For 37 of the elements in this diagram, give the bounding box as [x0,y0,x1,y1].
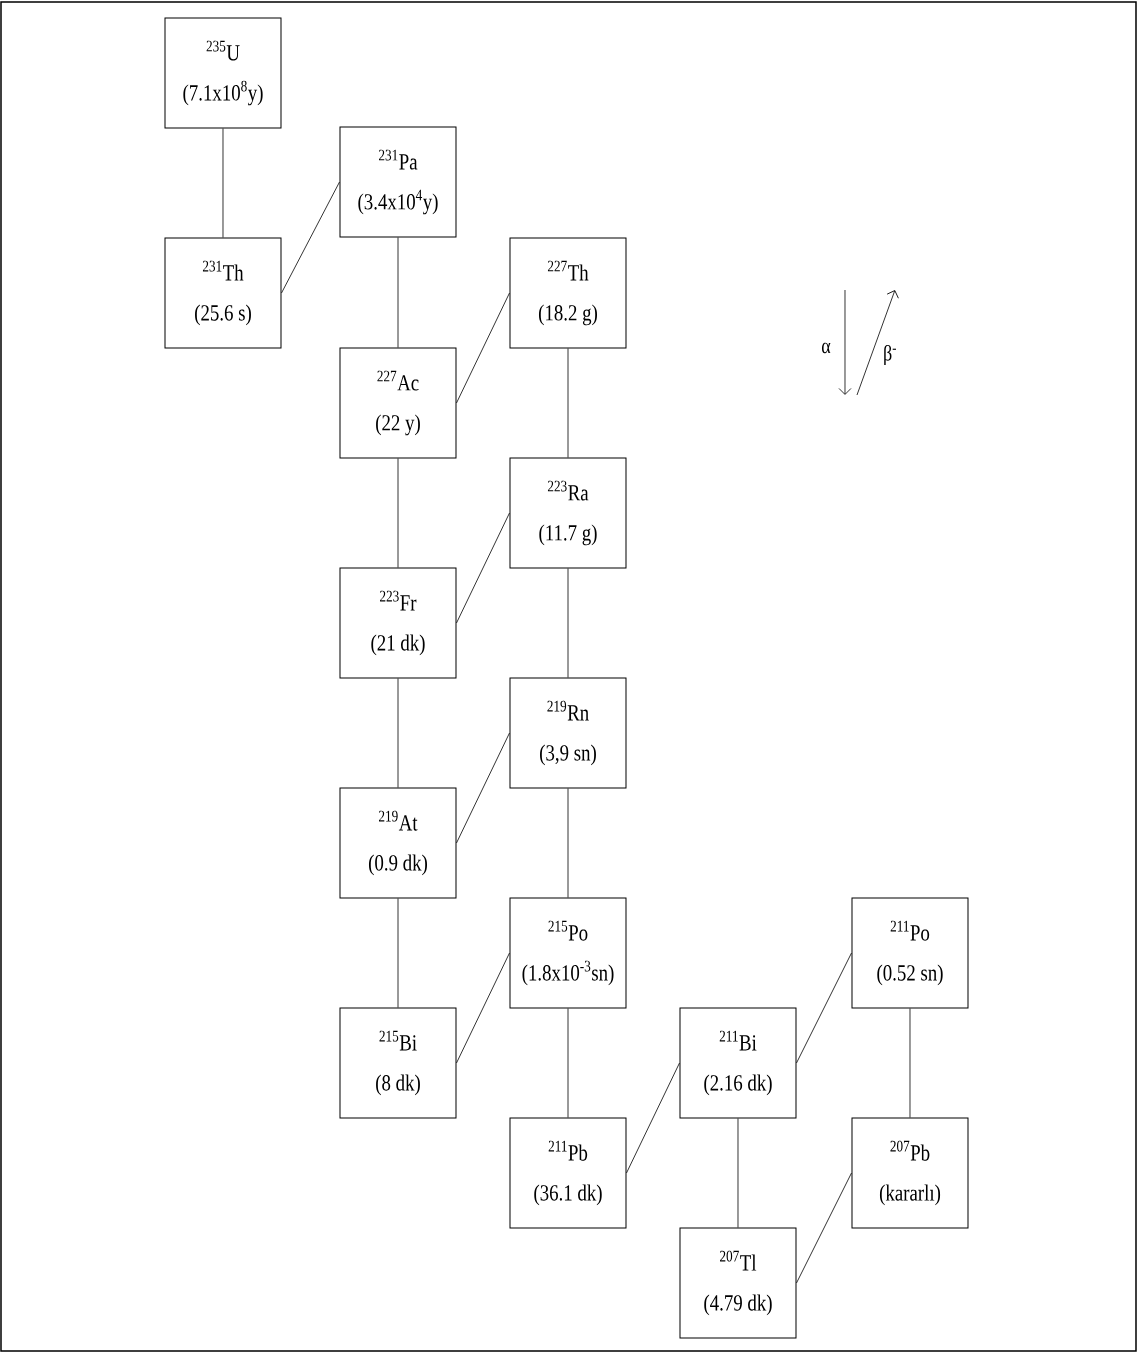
nuclide-box: $^{227}$Th (18.2 g) [509,237,627,349]
nuclide-box: $^{207}$Pb (kararlı) [851,1117,969,1229]
nuclide-box: $^{211}$Pb (36.1 dk) [509,1117,627,1229]
nuclide-box: $^{219}$At (0.9 dk) [339,787,457,899]
decay-line [909,1008,911,1118]
nuclide-box: $^{235}$U (7.1x10$^{8}$y) [164,17,282,129]
decay-line [397,237,399,348]
decay-line [567,348,569,458]
legend-label: α [821,342,831,354]
nuclide-box: $^{219}$Rn (3,9 sn) [509,677,627,789]
nuclide-box: $^{207}$Tl (4.79 dk) [679,1227,797,1339]
decay-line [456,732,510,844]
nuclide-box: $^{223}$Fr (21 dk) [339,567,457,679]
decay-line [222,128,224,238]
nuclide-box: $^{231}$Pa (3.4x10$^{4}$y) [339,126,457,238]
nuclide-box: $^{215}$Po (1.8x10$^{-3}$sn) [509,897,627,1009]
decay-line [796,1172,852,1284]
decay-line [567,788,569,898]
decay-line [626,1062,680,1174]
nuclide-box: $^{223}$Ra (11.7 g) [509,457,627,569]
decay-line [567,568,569,678]
decay-line [456,512,510,624]
decay-line [796,952,852,1064]
decay-line [397,898,399,1008]
decay-line [456,292,510,404]
decay-line [737,1118,739,1228]
nuclide-box: $^{211}$Bi (2.16 dk) [679,1007,797,1119]
decay-line [456,952,510,1064]
nuclide-box: $^{211}$Po (0.52 sn) [851,897,969,1009]
nuclide-box: $^{227}$Ac (22 y) [339,347,457,459]
legend-label: β$^{-}$ [884,344,896,366]
decay-line [397,458,399,568]
nuclide-box: $^{231}$Th (25.6 s) [164,237,282,349]
nuclide-box: $^{215}$Bi (8 dk) [339,1007,457,1119]
decay-line [281,181,340,294]
decay-line [397,678,399,788]
decay-line [567,1008,569,1118]
